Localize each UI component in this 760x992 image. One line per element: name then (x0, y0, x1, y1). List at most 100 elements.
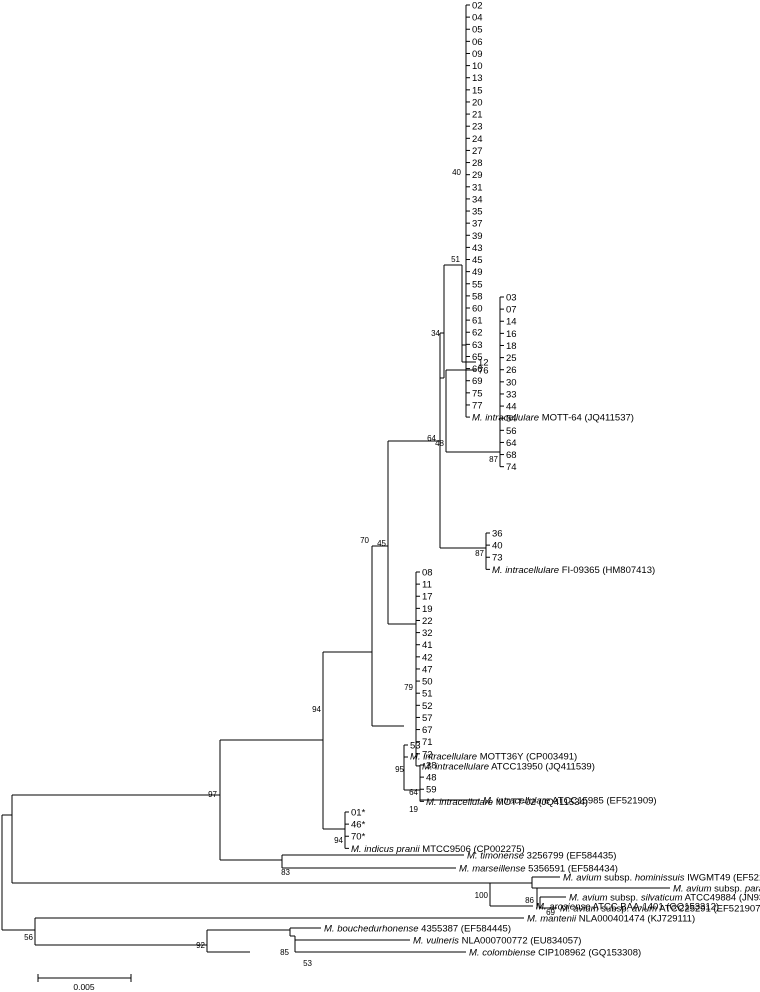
isolate-label: 51 (422, 689, 433, 700)
tree-branches (1, 4, 670, 982)
isolate-label: 33 (506, 389, 517, 400)
reference-taxon-label: M. intracellulare ATCC13950 (JQ411539) (422, 761, 595, 772)
isolate-label: 11 (422, 580, 432, 591)
reference-taxon-label: M. vulneris NLA000700772 (EU834057) (413, 936, 581, 947)
isolate-label: 71 (422, 737, 433, 748)
reference-taxon-label: M. arosiense ATCC BAA-1401 (GQ153312) (536, 902, 719, 913)
reference-taxon-label: M. avium subsp. avium ATCC25291 (EF52190… (560, 904, 760, 915)
isolate-label: 76 (478, 366, 489, 377)
bootstrap-value: 69 (546, 908, 555, 917)
isolate-label: 77 (472, 400, 483, 411)
isolate-label: 61 (472, 316, 483, 327)
isolate-label: 58 (472, 291, 483, 302)
isolate-label: 30 (506, 377, 517, 388)
reference-taxon-label: M. intracellulare MOTT36Y (CP003491) (410, 752, 577, 763)
isolate-label: 22 (422, 616, 433, 627)
bootstrap-value: 70 (360, 536, 369, 545)
isolate-label: 63 (472, 340, 483, 351)
bootstrap-value: 51 (451, 255, 460, 264)
bootstrap-value: 94 (334, 836, 343, 845)
isolate-label: 01* (351, 808, 366, 819)
isolate-label: 47 (422, 664, 433, 675)
bootstrap-value: 48 (435, 439, 444, 448)
bootstrap-value: 45 (377, 539, 386, 548)
isolate-label: 21 (472, 110, 483, 121)
isolate-label: 20 (472, 97, 483, 108)
isolate-label: 35 (472, 207, 483, 218)
isolate-label: 16 (506, 329, 517, 340)
bootstrap-value: 100 (475, 891, 489, 900)
isolate-label: 43 (472, 243, 483, 254)
bootstrap-value: 87 (475, 549, 484, 558)
isolate-label: 10 (472, 61, 483, 72)
bootstrap-value: 86 (525, 896, 534, 905)
isolate-label: 07 (506, 305, 517, 316)
isolate-label: 03 (506, 293, 517, 304)
isolate-label: 02 (472, 1, 483, 12)
reference-taxon-label: M. intracellulare FI-09365 (HM807413) (492, 565, 655, 576)
isolate-label: 39 (472, 231, 483, 242)
isolate-label: 52 (422, 701, 433, 712)
isolate-label: 45 (472, 255, 483, 266)
isolate-label: 34 (472, 194, 483, 205)
isolate-label: 68 (506, 450, 517, 461)
reference-taxon-label: M. intracellulare MOTT-02 (JQ411534) (426, 797, 588, 808)
bootstrap-value: 40 (452, 168, 461, 177)
isolate-label: 13 (472, 73, 483, 84)
bootstrap-value: 92 (196, 941, 205, 950)
isolate-label: 50 (422, 677, 433, 688)
reference-taxon-label: M. marseillense 5356591 (EF584434) (459, 864, 618, 875)
isolate-label: 70* (351, 832, 366, 843)
isolate-label: 44 (506, 402, 517, 413)
isolate-label: 62 (472, 328, 483, 339)
isolate-label: 40 (492, 541, 503, 552)
isolate-label: 14 (506, 317, 517, 328)
isolate-label: 48 (426, 773, 437, 784)
bootstrap-value: 95 (395, 765, 404, 774)
bootstrap-value: 97 (208, 790, 217, 799)
bootstrap-value: 64 (427, 434, 436, 443)
isolate-label: 05 (472, 25, 483, 36)
isolate-label: 28 (472, 158, 483, 169)
isolate-label: 56 (506, 426, 517, 437)
isolate-label: 31 (472, 182, 483, 193)
isolate-label: 57 (422, 713, 433, 724)
reference-taxon-label: M. avium subsp. hominissuis IWGMT49 (EF5… (563, 873, 760, 884)
tree-labels: 0204050609101315202123242728293134353739… (24, 1, 760, 992)
bootstrap-value: 87 (489, 455, 498, 464)
isolate-label: 64 (506, 438, 517, 449)
bootstrap-value: 94 (312, 705, 321, 714)
isolate-label: 24 (472, 134, 483, 145)
isolate-label: 54 (506, 414, 517, 425)
reference-taxon-label: M. indicus pranii MTCC9506 (CP002275) (351, 844, 525, 855)
reference-taxon-label: M. bouchedurhonense 4355387 (EF584445) (324, 924, 511, 935)
bootstrap-value: 56 (24, 933, 33, 942)
isolate-label: 08 (422, 568, 433, 579)
isolate-label: 65 (472, 352, 483, 363)
reference-taxon-label: M. mantenii NLA000401474 (KJ729111) (527, 914, 695, 925)
isolate-label: 49 (472, 267, 483, 278)
isolate-label: 23 (472, 122, 483, 133)
bootstrap-value: 85 (280, 948, 289, 957)
isolate-label: 06 (472, 37, 483, 48)
isolate-label: 36 (492, 529, 503, 540)
isolate-label: 25 (506, 353, 517, 364)
isolate-label: 17 (422, 592, 433, 603)
reference-taxon-label: M. intracellulare ATCC15985 (EF521909) (483, 796, 657, 807)
bootstrap-value: 53 (303, 959, 312, 968)
reference-taxon-label: M. colombiense CIP108962 (GQ153308) (469, 948, 641, 959)
bootstrap-value: 19 (409, 805, 418, 814)
isolate-label: 69 (472, 376, 483, 387)
isolate-label: 26 (506, 365, 517, 376)
isolate-label: 15 (472, 85, 483, 96)
isolate-label: 19 (422, 604, 433, 615)
isolate-label: 42 (422, 652, 433, 663)
isolate-label: 46* (351, 820, 366, 831)
isolate-label: 37 (472, 219, 483, 230)
isolate-label: 29 (472, 170, 483, 181)
isolate-label: 75 (472, 388, 483, 399)
reference-taxon-label: M. intracellulare MOTT-64 (JQ411537) (472, 413, 634, 424)
isolate-label: 60 (472, 304, 483, 315)
isolate-label: 66 (472, 364, 483, 375)
reference-taxon-label: M. avium subsp. paratuberculosis K10 (AE… (673, 884, 760, 895)
